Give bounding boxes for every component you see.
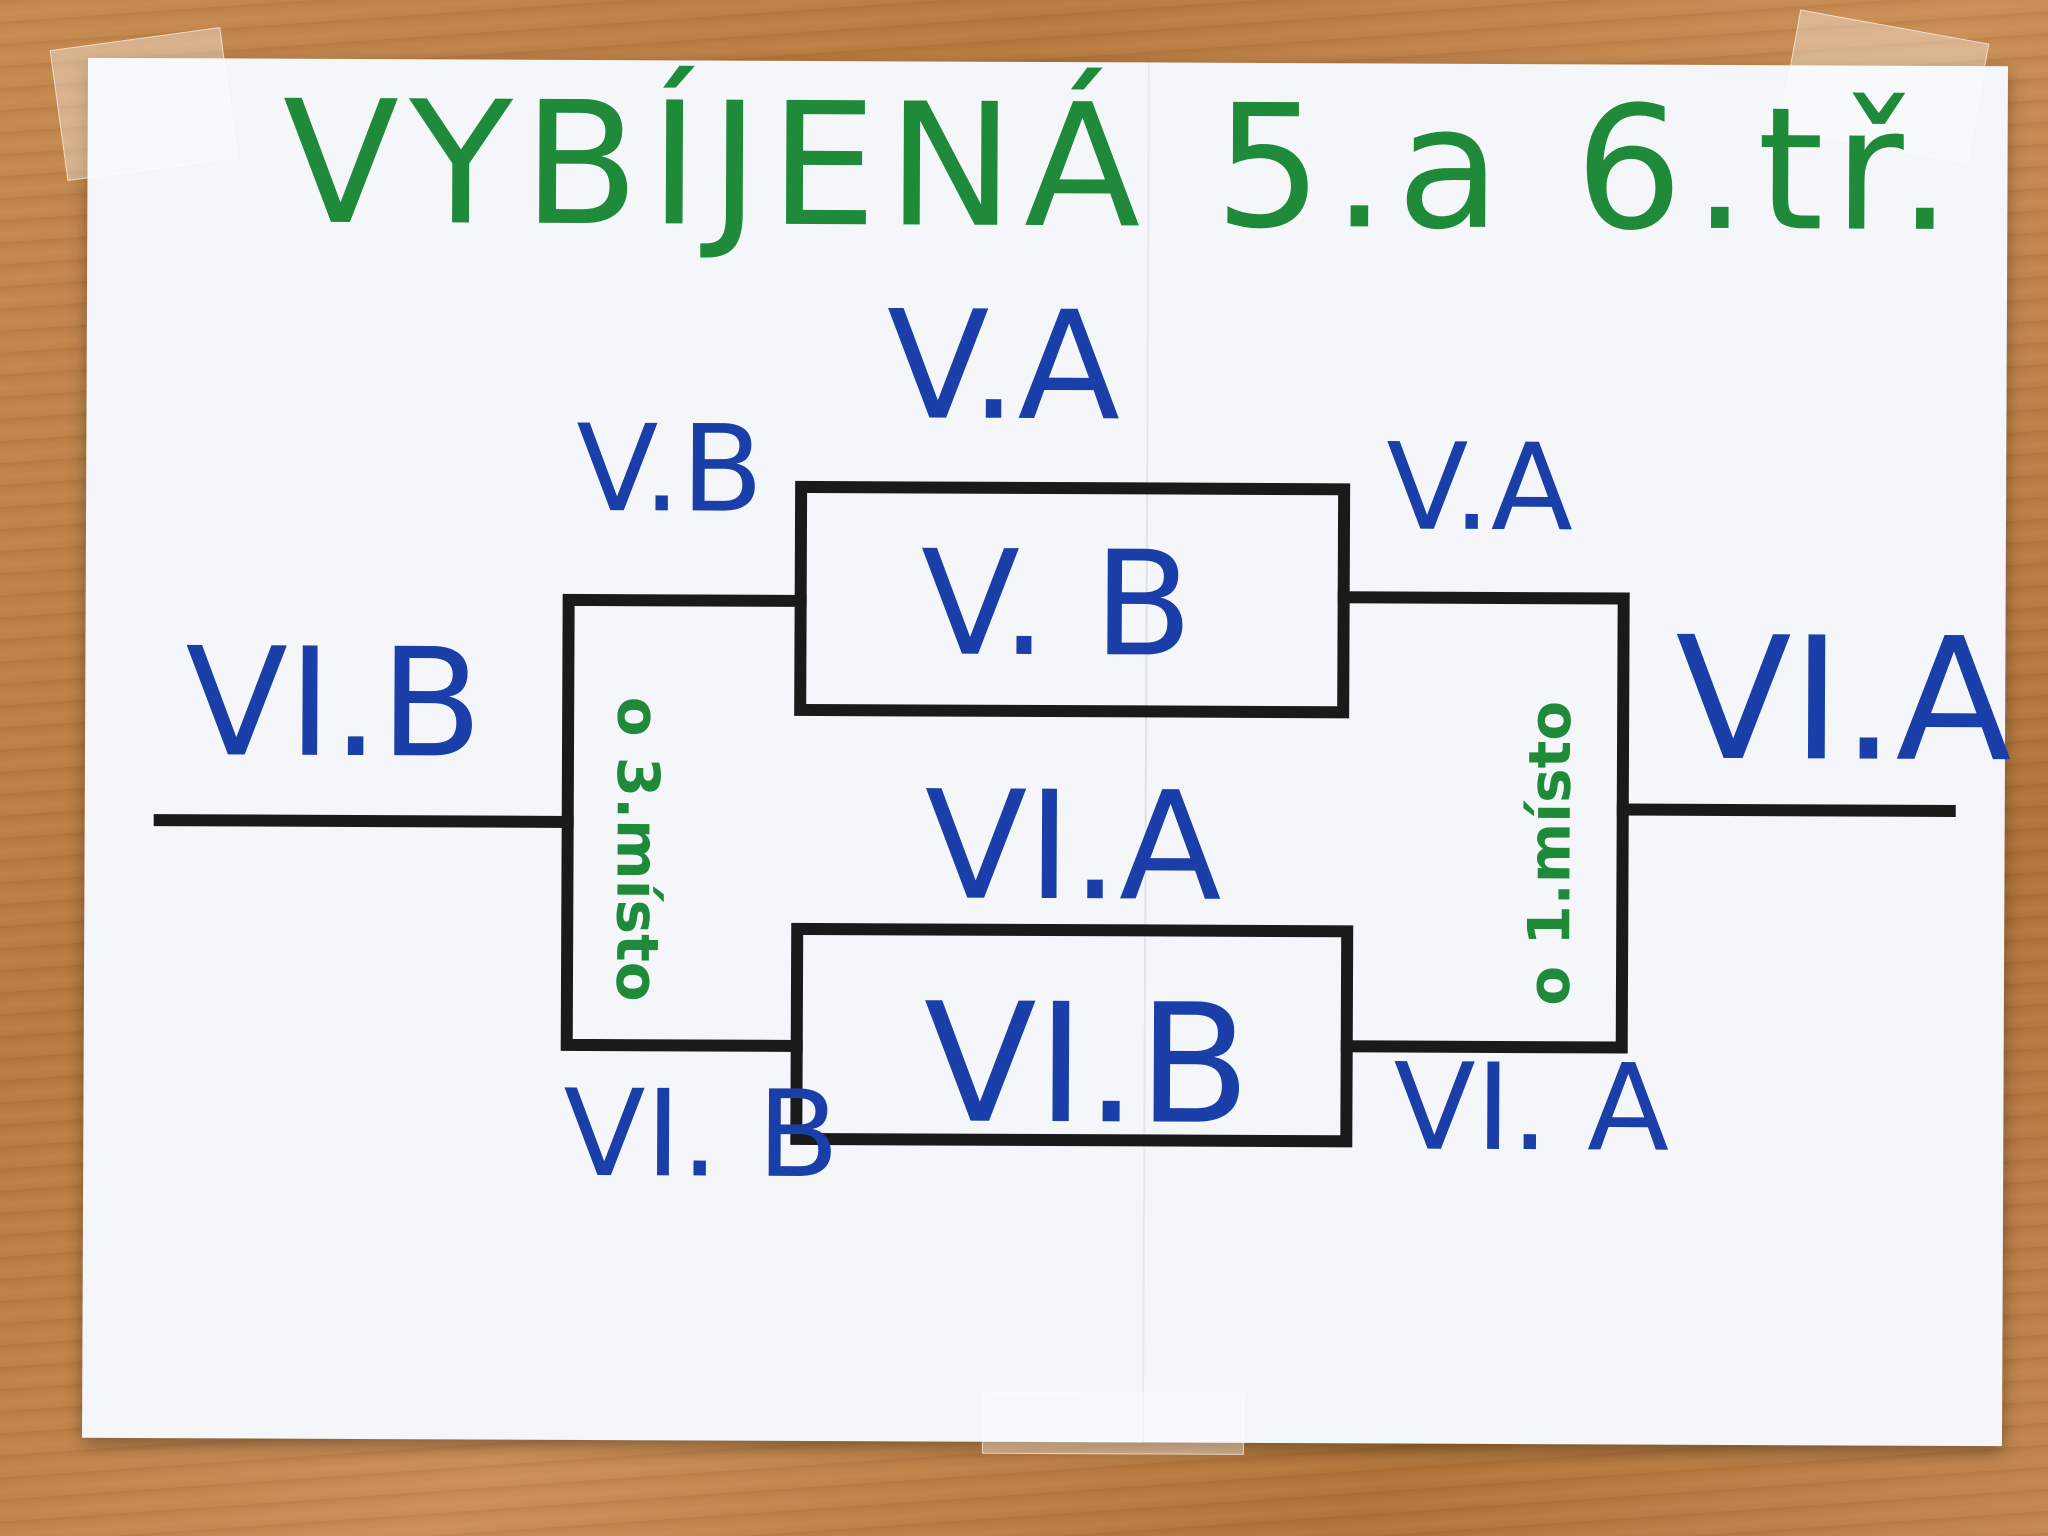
third-place-label: o 3.místo (602, 696, 673, 1002)
team-semifinal-2-top: VI.A (924, 759, 1223, 935)
team-left-final: VI.B (184, 616, 484, 792)
semifinal-2-box (790, 922, 1354, 1148)
first-place-label: o 1.místo (1514, 700, 1585, 1006)
team-semifinal-1-left: V.B (575, 399, 764, 540)
right-final-line (1616, 803, 1956, 817)
team-semifinal-2-box: VI.B (923, 967, 1252, 1161)
right-bracket-line (1337, 591, 1630, 1054)
left-bracket-line (560, 593, 807, 1052)
left-final-line (153, 814, 574, 828)
bracket-lines (153, 480, 1956, 1148)
team-right-final: VI.A (1674, 600, 2013, 801)
team-semifinal-2-bottom-left: VI. B (563, 1064, 840, 1206)
team-semifinal-1-box: V. B (920, 519, 1194, 690)
team-semifinal-1-winner: V.A (886, 279, 1121, 455)
team-semifinal-2-bottom-right: VI. A (1393, 1038, 1670, 1179)
bracket-poster: VYBÍJENÁ 5.a 6.tř. V.A V.B V. B V.A VI.B… (49, 9, 2012, 1455)
team-semifinal-1-right: V.A (1385, 418, 1574, 559)
